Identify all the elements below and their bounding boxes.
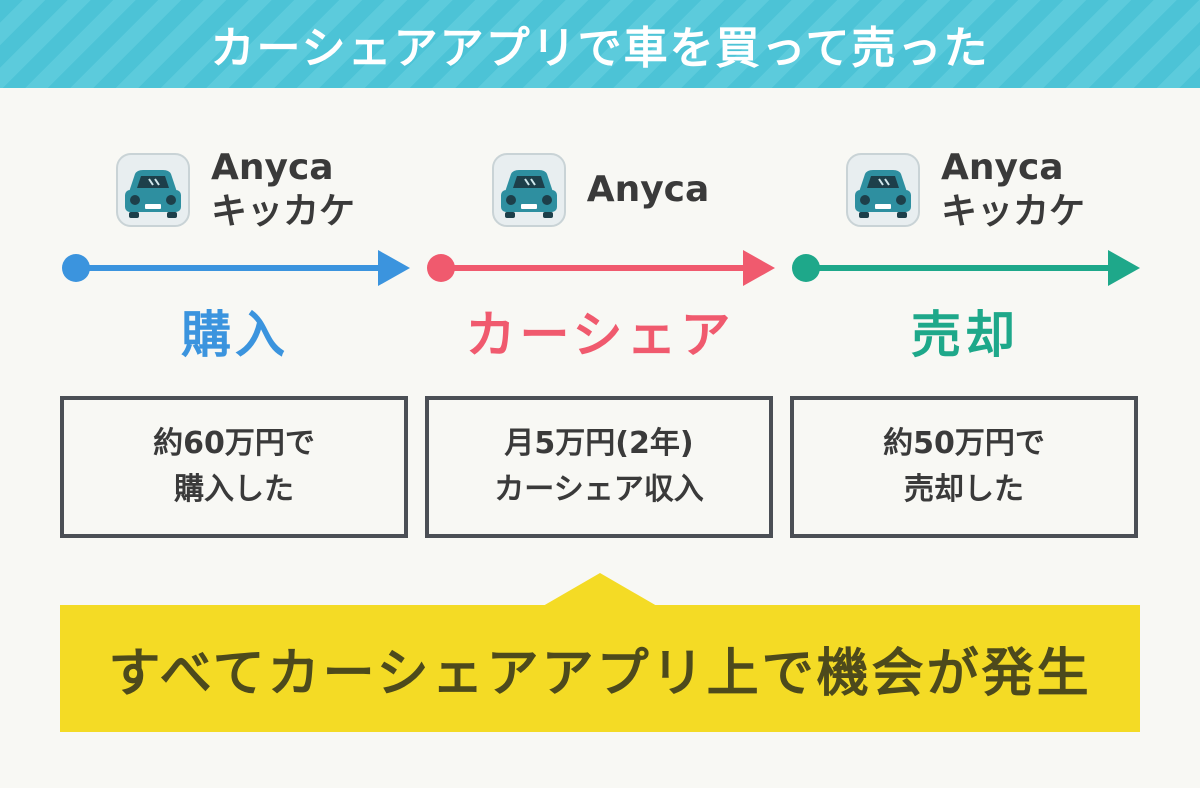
app-name-line: Anyca	[210, 147, 334, 188]
timeline-arrow-blue	[62, 250, 410, 286]
detail-box: 月5万円(2年) カーシェア収入	[425, 396, 773, 538]
summary-callout: すべてカーシェアアプリ上で機会が発生	[60, 605, 1140, 732]
car-app-icon	[845, 153, 920, 227]
header-banner: カーシェアアプリで車を買って売った	[0, 0, 1200, 88]
step-purchase: Anyca キッカケ 購入 約60万円で 購入した	[60, 140, 410, 540]
detail-line: カーシェア収入	[494, 472, 704, 507]
detail-box: 約50万円で 売却した	[790, 396, 1138, 538]
phase-label-sell: 売却	[911, 306, 1019, 364]
app-name-line: Anyca	[940, 147, 1064, 188]
phase-label-purchase: 購入	[181, 306, 289, 364]
app-name: Anyca キッカケ	[941, 146, 1085, 234]
timeline-arrow-pink	[427, 250, 775, 286]
step-carshare: Anyca カーシェア 月5万円(2年) カーシェア収入	[425, 140, 775, 540]
summary-text: すべてカーシェアアプリ上で機会が発生	[108, 644, 1092, 704]
app-name: Anyca	[587, 168, 710, 212]
arrow-head	[378, 250, 410, 286]
detail-line: 月5万円(2年)	[504, 426, 694, 461]
app-name-line: キッカケ	[940, 191, 1085, 232]
app-name-line: キッカケ	[210, 191, 355, 232]
phase-label-carshare: カーシェア	[465, 306, 735, 364]
callout-pointer	[543, 573, 657, 606]
app-label-row: Anyca キッカケ	[60, 140, 410, 240]
car-app-icon	[115, 153, 190, 227]
app-name: Anyca キッカケ	[211, 146, 355, 234]
app-name-line: Anyca	[586, 169, 710, 210]
step-sell: Anyca キッカケ 売却 約50万円で 売却した	[790, 140, 1140, 540]
detail-box: 約60万円で 購入した	[60, 396, 408, 538]
arrow-head	[1108, 250, 1140, 286]
timeline-arrow-green	[792, 250, 1140, 286]
page-title: カーシェアアプリで車を買って売った	[210, 23, 990, 74]
car-app-icon	[491, 153, 566, 227]
detail-line: 売却した	[904, 472, 1024, 507]
arrow-head	[743, 250, 775, 286]
app-label-row: Anyca	[425, 140, 775, 240]
detail-line: 購入した	[174, 472, 294, 507]
detail-line: 約60万円で	[153, 426, 315, 461]
detail-line: 約50万円で	[883, 426, 1045, 461]
app-label-row: Anyca キッカケ	[790, 140, 1140, 240]
